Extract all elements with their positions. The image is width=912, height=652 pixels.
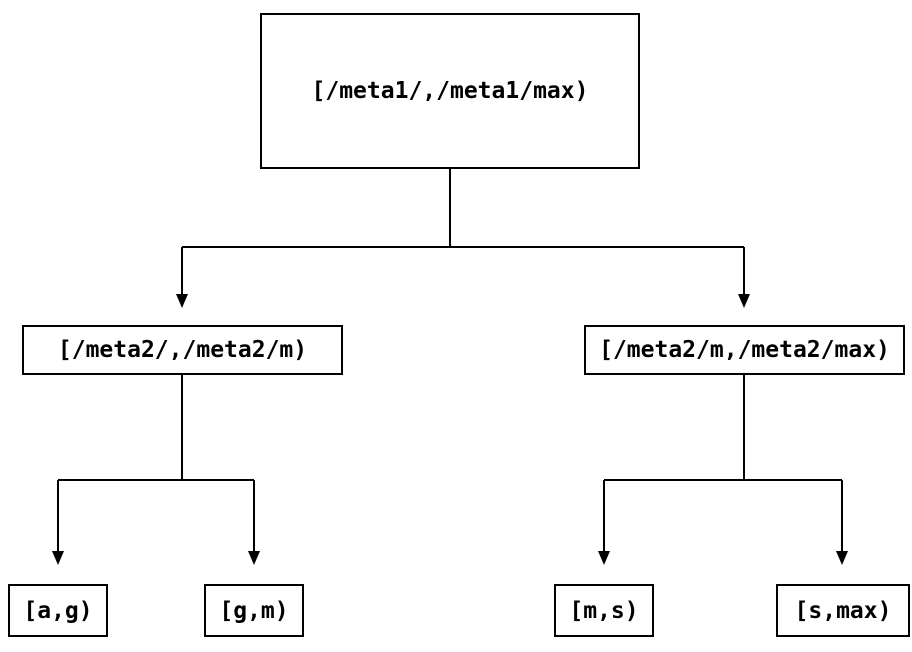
- arrowhead-icon: [598, 551, 610, 565]
- arrowhead-icon: [176, 294, 188, 308]
- arrowhead-icon: [836, 551, 848, 565]
- node-leaf-m-s-label: [m,s): [569, 597, 639, 624]
- node-level2-left: [/meta2/,/meta2/m): [22, 325, 343, 375]
- node-leaf-g-m: [g,m): [204, 584, 304, 637]
- edge-right-stem: [604, 375, 842, 481]
- edge-left-stem: [58, 375, 254, 481]
- edge-root-stem: [182, 169, 744, 248]
- arrowhead-icon: [248, 551, 260, 565]
- node-leaf-s-max: [s,max): [776, 584, 910, 637]
- node-leaf-a-g: [a,g): [8, 584, 108, 637]
- arrowhead-icon: [52, 551, 64, 565]
- node-level2-right: [/meta2/m,/meta2/max): [584, 325, 905, 375]
- node-leaf-a-g-label: [a,g): [23, 597, 93, 624]
- node-leaf-m-s: [m,s): [554, 584, 654, 637]
- node-level2-right-label: [/meta2/m,/meta2/max): [599, 337, 890, 363]
- node-root: [/meta1/,/meta1/max): [260, 13, 640, 169]
- node-leaf-g-m-label: [g,m): [219, 597, 289, 624]
- arrowhead-icon: [738, 294, 750, 308]
- node-leaf-s-max-label: [s,max): [794, 597, 892, 624]
- node-root-label: [/meta1/,/meta1/max): [311, 78, 589, 104]
- node-level2-left-label: [/meta2/,/meta2/m): [57, 337, 308, 363]
